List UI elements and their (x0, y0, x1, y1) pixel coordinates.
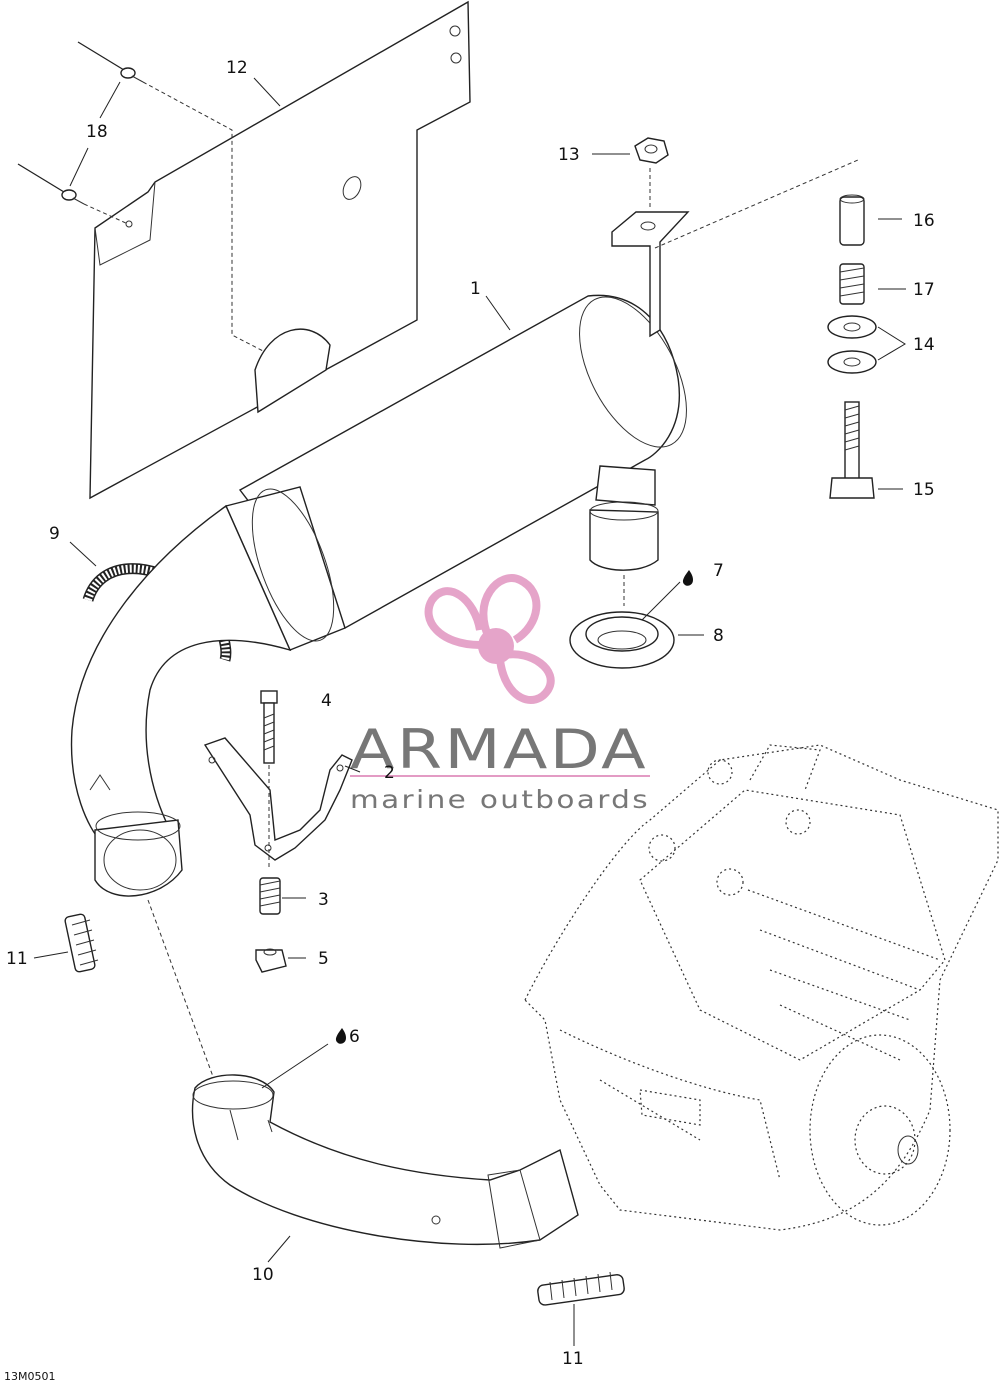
spring-11-left (64, 913, 99, 973)
propeller-blade-right (496, 650, 555, 704)
callout-3: 3 (318, 890, 329, 910)
lubricant-drop-icon (335, 1028, 346, 1044)
callout-18: 18 (86, 122, 108, 142)
spring-3 (259, 877, 281, 915)
exhaust-pipe-upper (70, 504, 292, 897)
heat-shield-plate (89, 0, 471, 500)
callout-12: 12 (226, 58, 248, 78)
callout-2: 2 (384, 763, 395, 783)
callout-11-left: 11 (6, 949, 28, 969)
callout-10: 10 (252, 1265, 274, 1285)
watermark-title: ARMADA (350, 718, 648, 781)
muffler (225, 294, 687, 651)
bolt-15 (829, 401, 875, 499)
callout-5: 5 (318, 949, 329, 969)
nut-13 (634, 137, 669, 164)
callout-11-bottom: 11 (562, 1349, 584, 1369)
propeller-hub (478, 628, 514, 664)
callout-16: 16 (913, 211, 935, 231)
exhaust-pipe-lower (191, 1074, 579, 1249)
callout-14: 14 (913, 335, 935, 355)
washer-lower (827, 350, 877, 374)
pipe-bracket (203, 737, 353, 861)
spring-17 (839, 263, 865, 305)
callout-8: 8 (713, 626, 724, 646)
watermark-subtitle: marine outboards (350, 785, 650, 814)
reference-code: 13M0501 (4, 1370, 55, 1383)
muffler-support-bracket (611, 211, 690, 338)
callout-17: 17 (913, 280, 935, 300)
bolt-4 (260, 690, 278, 764)
propeller-blade-top (479, 574, 541, 644)
callout-6: 6 (349, 1027, 360, 1047)
callout-4: 4 (321, 691, 332, 711)
rubber-grommet (569, 611, 675, 669)
rivet-upper (77, 41, 144, 83)
rivet-lower (17, 163, 85, 205)
washer-upper (827, 315, 877, 339)
spring-11-bottom (537, 1271, 625, 1306)
propeller-blade-left (424, 587, 484, 649)
nut-5 (255, 948, 287, 973)
callout-15: 15 (913, 480, 935, 500)
callout-7: 7 (713, 561, 724, 581)
spacer-sleeve (839, 194, 865, 246)
callout-13: 13 (558, 145, 580, 165)
callout-leaders (33, 77, 906, 1346)
callout-1: 1 (470, 279, 481, 299)
engine-outline (524, 744, 999, 1231)
callout-9: 9 (49, 524, 60, 544)
lubricant-drop-icon (682, 570, 693, 586)
armada-logo (424, 574, 555, 704)
